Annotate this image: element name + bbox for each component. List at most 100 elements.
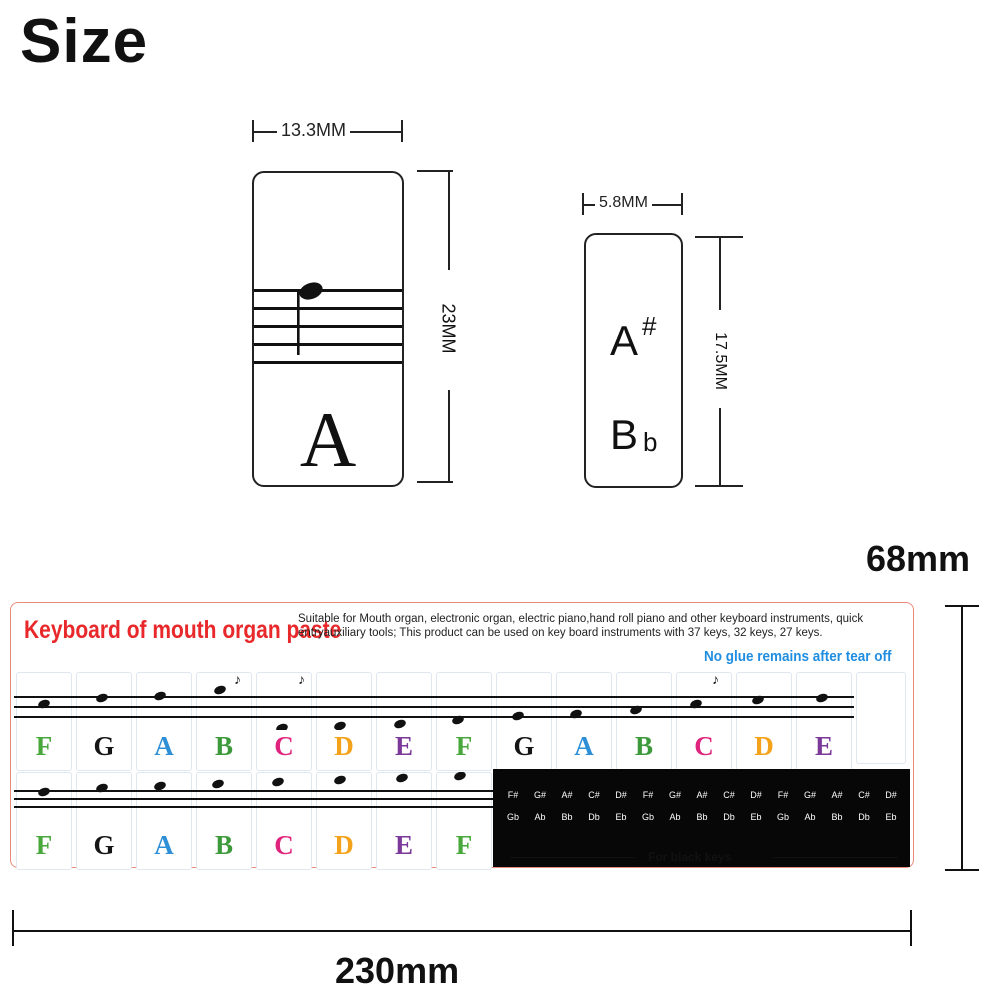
black-keys-label: For black keys xyxy=(648,850,732,864)
key-sticker-cell xyxy=(76,672,132,771)
key-sticker-cell xyxy=(316,772,372,870)
key-sticker-cell xyxy=(736,672,792,771)
note-head-icon xyxy=(512,711,524,721)
small-card-width-label: 5.8MM xyxy=(595,194,652,212)
staff-line xyxy=(14,790,494,792)
black-key-sharp-label: A# xyxy=(561,790,573,800)
staff-row-2 xyxy=(14,772,494,808)
key-sticker-cell xyxy=(316,672,372,771)
key-note-letter: F xyxy=(35,731,53,761)
black-keys-panel xyxy=(493,769,910,867)
blank-sticker-cell xyxy=(856,672,906,764)
key-sticker-cell xyxy=(376,772,432,870)
staff-line xyxy=(14,696,854,698)
key-note-letter: D xyxy=(334,731,354,761)
black-key-flat-label: Db xyxy=(858,812,870,822)
page-title: Size xyxy=(20,7,149,76)
key-sticker-cell xyxy=(16,672,72,771)
black-key-sharp-label: F# xyxy=(642,790,654,800)
note-head-icon xyxy=(394,719,406,729)
note-head-icon xyxy=(212,779,224,789)
note-head-icon xyxy=(570,709,582,719)
black-key-flat-label: Bb xyxy=(696,812,708,822)
note-head-icon xyxy=(690,699,702,709)
key-sticker-cell xyxy=(436,672,492,771)
black-key-flat-label: Gb xyxy=(506,812,519,822)
note-head-icon xyxy=(96,693,108,703)
note-head-icon xyxy=(272,777,284,787)
key-sticker-cell xyxy=(616,672,672,771)
clef-icon: ♪ xyxy=(234,671,241,687)
key-note-letter: C xyxy=(274,731,294,761)
note-head-icon xyxy=(396,773,408,783)
black-key-sharp-label: D# xyxy=(885,790,897,800)
note-head-icon xyxy=(154,691,166,701)
key-sticker-cell xyxy=(256,772,312,870)
flat-icon: b xyxy=(643,427,658,457)
staff-line xyxy=(14,716,854,718)
black-key-sharp-label: A# xyxy=(696,790,708,800)
no-glue-notice: No glue remains after tear off xyxy=(704,648,892,665)
black-key-sharp-label: F# xyxy=(777,790,789,800)
black-key-flat-label: Db xyxy=(723,812,735,822)
sheet-description: Suitable for Mouth organ, electronic org… xyxy=(298,613,864,639)
note-head-icon xyxy=(38,787,50,797)
black-key-flat-label: Ab xyxy=(804,812,816,822)
key-note-letter: A xyxy=(154,830,174,860)
note-head-icon xyxy=(276,723,288,730)
key-sticker-cell xyxy=(136,672,192,771)
key-sticker-cell xyxy=(136,772,192,870)
small-note-card: A # B b xyxy=(584,233,683,488)
black-key-sharp-label: C# xyxy=(588,790,600,800)
black-key-flat-label: Ab xyxy=(534,812,546,822)
key-note-letter: G xyxy=(513,731,535,761)
sheet-title: Keyboard of mouth organ paste xyxy=(24,616,342,644)
note-head-icon xyxy=(334,721,346,730)
key-note-letter: B xyxy=(634,731,653,761)
sheet-width-label: 230mm xyxy=(335,950,460,991)
small-card-height-label: 17.5MM xyxy=(712,332,729,390)
key-sticker-cell xyxy=(256,672,312,771)
key-note-letter: G xyxy=(93,731,115,761)
large-card-width-label: 13.3MM xyxy=(277,120,351,141)
note-head-icon xyxy=(454,772,466,781)
key-sticker-cell xyxy=(436,772,492,870)
sharp-icon: # xyxy=(642,311,657,341)
key-sticker-cell xyxy=(676,672,732,771)
key-note-letter: E xyxy=(394,731,413,761)
quarter-note-icon xyxy=(297,282,323,355)
clef-icon: ♪ xyxy=(712,671,719,687)
note-head-icon xyxy=(214,685,226,695)
key-note-letter: A xyxy=(574,731,594,761)
staff-line xyxy=(14,806,494,808)
black-key-sharp-label: D# xyxy=(750,790,762,800)
black-key-flat-label: Eb xyxy=(750,812,762,822)
black-key-flat-label: Gb xyxy=(641,812,654,822)
key-note-letter: G xyxy=(93,830,115,860)
flat-note-letter: B xyxy=(610,411,639,458)
large-card-letter: A xyxy=(299,396,357,483)
black-key-sharp-label: C# xyxy=(858,790,870,800)
black-key-sharp-label: G# xyxy=(803,790,816,800)
black-key-flat-label: Gb xyxy=(776,812,789,822)
large-note-card: A xyxy=(252,171,404,487)
key-sticker-cell xyxy=(196,772,252,870)
sharp-note-letter: A xyxy=(610,317,639,364)
black-key-sharp-label: G# xyxy=(668,790,681,800)
note-head-icon xyxy=(816,693,828,703)
key-note-letter: A xyxy=(154,731,174,761)
clef-icon: ♪ xyxy=(298,671,305,687)
staff-line xyxy=(14,798,494,800)
black-key-flat-label: Ab xyxy=(669,812,681,822)
key-sticker-cell xyxy=(496,672,552,771)
key-note-letter: E xyxy=(394,830,413,860)
black-key-sharp-label: F# xyxy=(507,790,519,800)
black-key-sharp-label: G# xyxy=(533,790,546,800)
key-sticker-cell xyxy=(796,672,852,771)
note-head-icon xyxy=(752,695,764,705)
note-head-icon xyxy=(38,699,50,709)
staff-row-1: ♪ ♪ ♪ xyxy=(14,671,854,730)
key-note-letter: E xyxy=(814,731,833,761)
key-note-letter: B xyxy=(214,731,233,761)
note-head-icon xyxy=(334,775,346,785)
